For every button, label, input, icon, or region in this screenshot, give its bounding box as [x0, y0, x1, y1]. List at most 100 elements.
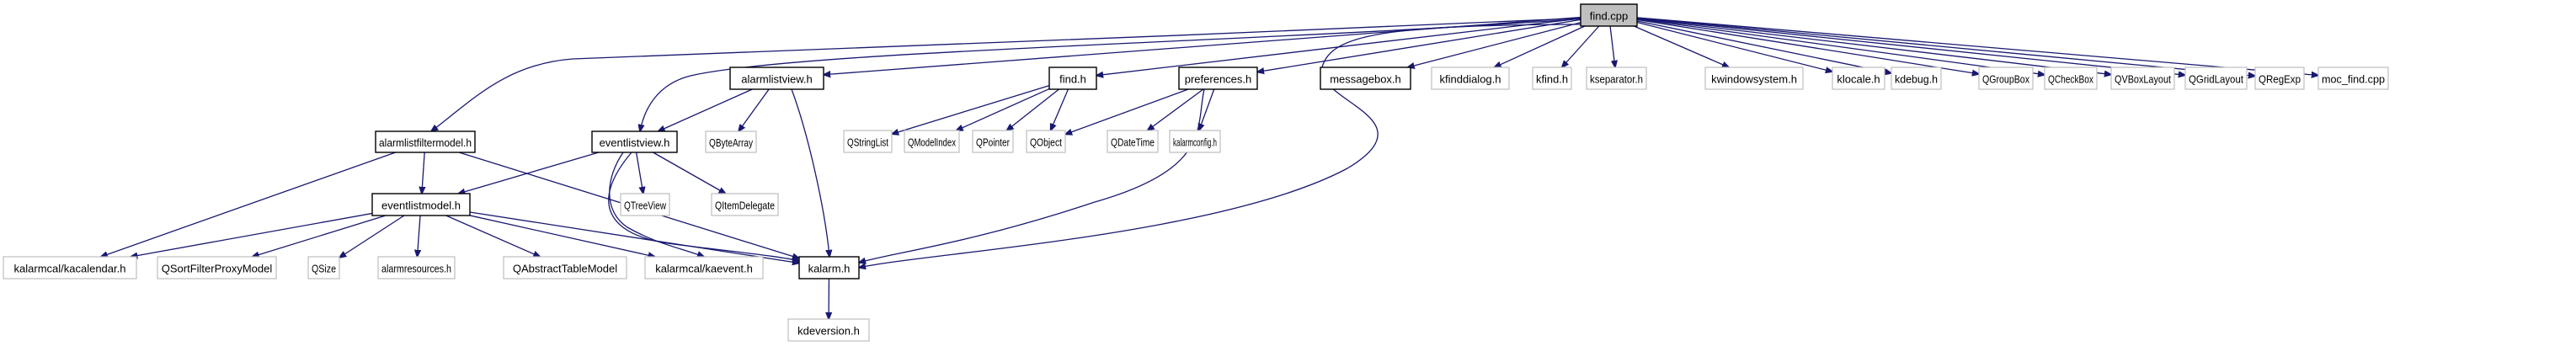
edge-find-cpp-to-preferences-h	[1257, 19, 1581, 72]
node-box	[705, 130, 757, 153]
edge-eventlistmodel-h-to-QAbstractTableModel	[445, 215, 541, 257]
node-label: kdebug.h	[1895, 73, 1938, 86]
node-box	[972, 130, 1014, 153]
node-box	[375, 130, 476, 153]
node-eventlistmodel-h[interactable]: eventlistmodel.h	[371, 193, 471, 216]
node-box	[157, 256, 277, 279]
node-box	[1832, 67, 1885, 90]
edge-find-cpp-to-kwindowsystem-h	[1634, 25, 1729, 67]
edge-find-cpp-to-kfind-h	[1562, 25, 1600, 67]
edge-eventlistmodel-h-to-QSortFilterProxyModel	[253, 215, 387, 257]
node-alarmlistfiltermodel-h[interactable]: alarmlistfiltermodel.h	[375, 130, 476, 153]
node-label: QCheckBox	[2048, 73, 2093, 86]
node-box	[843, 130, 893, 153]
edges-layer	[101, 16, 2318, 319]
node-label: QSize	[312, 263, 336, 275]
node-label: QStringList	[847, 136, 888, 149]
edge-eventlistmodel-h-to-QSize	[339, 215, 405, 258]
node-eventlistview-h[interactable]: eventlistview.h	[591, 130, 678, 153]
edge-find-cpp-to-eventlistview-h	[640, 18, 1581, 131]
node-QItemDelegate: QItemDelegate	[711, 193, 779, 216]
node-kalarm-h[interactable]: kalarm.h	[798, 256, 860, 279]
node-label: kdeversion.h	[797, 325, 860, 338]
edge-eventlistmodel-h-to-alarmresources-h	[417, 215, 420, 257]
node-label: QGroupBox	[1982, 73, 2029, 86]
edge-preferences-h-to-kalarm-h	[859, 88, 1205, 263]
edge-find-cpp-to-QCheckBox	[1636, 18, 2045, 75]
node-box	[1178, 67, 1258, 90]
node-QObject: QObject	[1026, 130, 1066, 153]
node-box	[1048, 67, 1097, 90]
edge-find-h-to-QStringList	[892, 85, 1050, 135]
edge-eventlistview-h-to-kaevent-h	[609, 152, 704, 257]
node-label: find.cpp	[1590, 10, 1629, 23]
node-box	[1320, 67, 1411, 90]
edge-find-cpp-to-alarmlistfiltermodel-h	[431, 17, 1581, 131]
node-label: klocale.h	[1837, 73, 1880, 86]
node-kfind-h: kfind.h	[1532, 67, 1572, 90]
node-label: QTreeView	[624, 200, 666, 212]
node-kfinddialog-h: kfinddialog.h	[1431, 67, 1510, 90]
node-QSortFilterProxyModel: QSortFilterProxyModel	[157, 256, 277, 279]
node-label: QModelIndex	[908, 136, 956, 149]
node-box	[644, 256, 764, 279]
node-box	[711, 193, 779, 216]
node-klocale-h: klocale.h	[1832, 67, 1885, 90]
edge-find-cpp-to-kfinddialog-h	[1495, 25, 1586, 67]
node-label: eventlistmodel.h	[381, 200, 461, 212]
edge-alarmlistview-h-to-eventlistview-h	[658, 88, 753, 131]
node-messagebox-h[interactable]: messagebox.h	[1320, 67, 1411, 90]
node-QStringList: QStringList	[843, 130, 893, 153]
node-label: QSortFilterProxyModel	[162, 263, 273, 275]
edge-find-cpp-to-kalarm-h	[859, 24, 1581, 268]
node-kdebug-h: kdebug.h	[1891, 67, 1942, 90]
edge-eventlistview-h-to-QTreeView	[635, 152, 643, 194]
node-QSize: QSize	[307, 256, 340, 279]
node-box	[1978, 67, 2034, 90]
node-box	[371, 193, 471, 216]
node-label: QPointer	[976, 136, 1011, 149]
edge-preferences-h-to-kalarmconfig-h	[1199, 88, 1215, 130]
edge-find-cpp-to-QRegExp	[1636, 17, 2255, 76]
node-label: kwindowsystem.h	[1711, 73, 1797, 86]
node-label: moc_find.cpp	[2322, 73, 2385, 86]
node-alarmresources-h: alarmresources.h	[377, 256, 456, 279]
node-alarmlistview-h[interactable]: alarmlistview.h	[729, 67, 824, 90]
edge-find-cpp-to-moc-find-cpp	[1636, 17, 2318, 76]
node-QTreeView: QTreeView	[620, 193, 670, 216]
node-box	[1107, 130, 1159, 153]
edge-find-h-to-QPointer	[1006, 88, 1059, 130]
node-label: kfinddialog.h	[1440, 73, 1501, 86]
node-label: QItemDelegate	[715, 200, 775, 212]
node-kseparator-h: kseparator.h	[1586, 67, 1647, 90]
node-kacalendar-h: kalarmcal/kacalendar.h	[3, 256, 137, 279]
node-QModelIndex: QModelIndex	[904, 130, 960, 153]
node-label: preferences.h	[1185, 73, 1252, 86]
node-moc-find-cpp: moc_find.cpp	[2317, 67, 2389, 90]
node-label: kseparator.h	[1590, 73, 1643, 86]
node-QCheckBox: QCheckBox	[2044, 67, 2098, 90]
node-preferences-h[interactable]: preferences.h	[1178, 67, 1258, 90]
node-box	[503, 256, 627, 279]
node-find-h[interactable]: find.h	[1048, 67, 1097, 90]
node-box	[729, 67, 824, 90]
node-kwindowsystem-h: kwindowsystem.h	[1704, 67, 1804, 90]
node-box	[2254, 67, 2305, 90]
edge-preferences-h-to-QDateTime	[1148, 88, 1204, 130]
edge-find-h-to-QObject	[1051, 88, 1069, 130]
node-box	[1431, 67, 1510, 90]
node-box	[3, 256, 137, 279]
edge-find-cpp-to-klocale-h	[1636, 21, 1832, 72]
node-QByteArray: QByteArray	[705, 130, 757, 153]
node-label: alarmlistview.h	[741, 73, 813, 86]
node-label: kalarmcal/kacalendar.h	[14, 263, 126, 275]
edge-alarmlistfiltermodel-h-to-kacalendar-h	[101, 152, 396, 257]
edge-find-cpp-to-kseparator-h	[1609, 25, 1615, 67]
node-find-cpp[interactable]: find.cpp	[1580, 3, 1638, 27]
edge-eventlistmodel-h-to-kaevent-h	[469, 215, 655, 257]
edge-eventlistmodel-h-to-kalarm-h	[469, 211, 799, 263]
node-box	[2110, 67, 2175, 90]
node-box	[307, 256, 340, 279]
nodes-layer: find.cpp alarmlistview.h find.h preferences…	[3, 3, 2389, 342]
node-box	[2044, 67, 2098, 90]
